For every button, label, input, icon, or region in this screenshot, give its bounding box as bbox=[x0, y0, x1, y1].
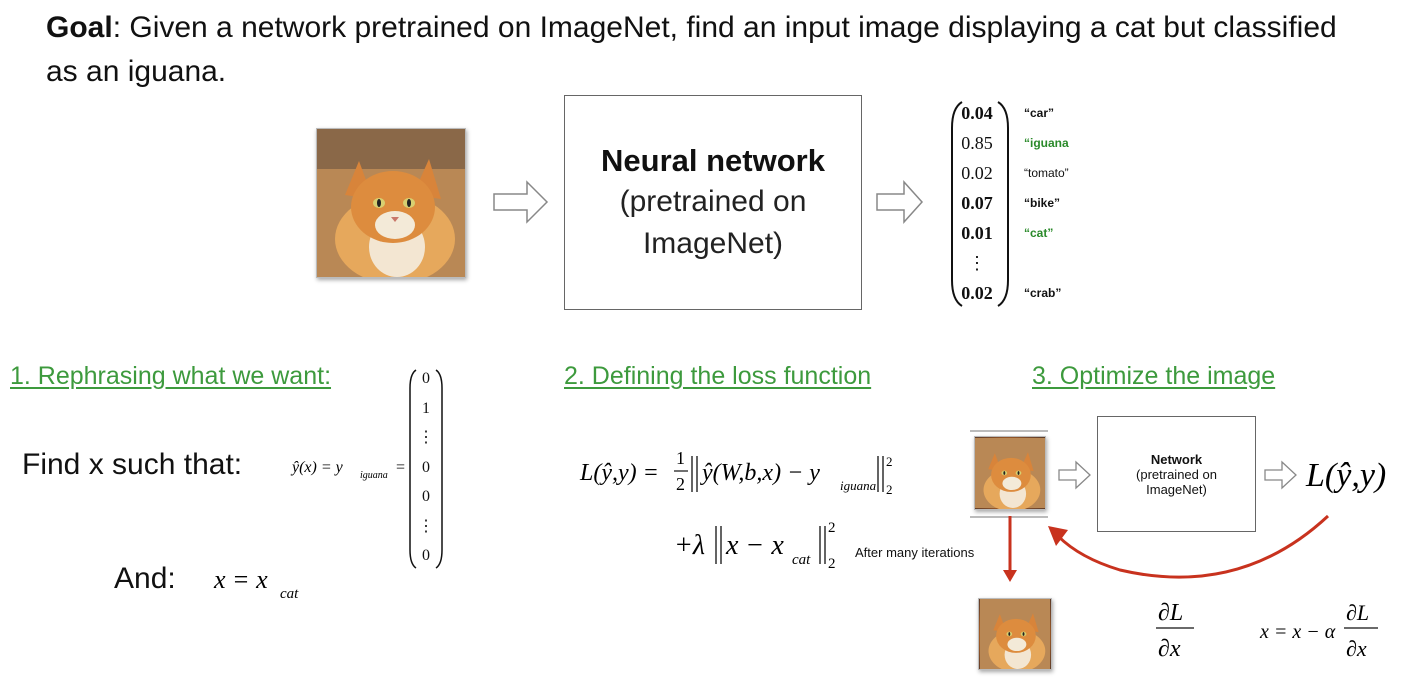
prob-value: 0.02 bbox=[956, 158, 998, 188]
prob-value: 0.02 bbox=[956, 278, 998, 308]
svg-text:∂L: ∂L bbox=[1346, 600, 1369, 625]
class-label: “crab” bbox=[1024, 278, 1069, 308]
loss-equation-line2: +λ x − x cat 2 2 bbox=[672, 514, 852, 576]
cat-illustration bbox=[975, 437, 1045, 509]
gradient-fraction: ∂L ∂x bbox=[1152, 594, 1202, 666]
svg-text:2: 2 bbox=[828, 556, 836, 572]
step1-heading: 1. Rephrasing what we want: bbox=[10, 362, 331, 391]
target-value: 0 bbox=[415, 482, 437, 512]
svg-text:x = x − α: x = x − α bbox=[1259, 621, 1336, 643]
class-label: “cat” bbox=[1024, 218, 1069, 248]
svg-text:L(ŷ,y) =: L(ŷ,y) = bbox=[579, 460, 659, 486]
target-value: 1 bbox=[415, 394, 437, 424]
loss-symbol: L(ŷ,y) bbox=[1304, 450, 1402, 500]
x-equals-xcat-equation: x = x cat bbox=[210, 560, 320, 606]
target-value: ⋮ bbox=[415, 423, 437, 453]
svg-text:∂x: ∂x bbox=[1158, 636, 1181, 662]
svg-text:∂L: ∂L bbox=[1158, 600, 1183, 626]
svg-text:iguana: iguana bbox=[360, 470, 388, 481]
svg-text:2: 2 bbox=[886, 454, 893, 469]
svg-text:1: 1 bbox=[676, 448, 685, 468]
result-cat-thumbnail bbox=[978, 598, 1052, 670]
cat-illustration bbox=[979, 599, 1051, 669]
prob-value: ⋮ bbox=[956, 248, 998, 278]
prob-value: 0.85 bbox=[956, 128, 998, 158]
down-iteration-arrow-icon bbox=[1000, 516, 1020, 584]
prob-value: 0.04 bbox=[956, 98, 998, 128]
target-vector-values: 0 1 ⋮ 0 0 ⋮ 0 bbox=[415, 364, 437, 571]
output-vector-labels: “car” “iguana “tomato” “bike” “cat” “cra… bbox=[1024, 98, 1069, 308]
class-label: “iguana bbox=[1024, 128, 1069, 158]
svg-text:∂x: ∂x bbox=[1346, 636, 1367, 661]
gradient-feedback-arrow-icon bbox=[1040, 508, 1340, 588]
svg-text:x = x: x = x bbox=[213, 565, 268, 594]
find-x-text: Find x such that: bbox=[22, 448, 242, 482]
svg-text:+λ: +λ bbox=[674, 530, 705, 561]
svg-text:2: 2 bbox=[828, 520, 836, 536]
prob-value: 0.07 bbox=[956, 188, 998, 218]
class-label: “car” bbox=[1024, 98, 1069, 128]
neural-network-box: Neural network (pretrained on ImageNet) bbox=[564, 95, 862, 310]
svg-text:2: 2 bbox=[676, 474, 685, 494]
update-rule-equation: x = x − α ∂L ∂x bbox=[1258, 594, 1388, 666]
arrow-to-output-icon bbox=[876, 180, 924, 224]
goal-text: : Given a network pretrained on ImageNet… bbox=[46, 11, 1337, 88]
and-text: And: bbox=[114, 562, 176, 596]
svg-text:x − x: x − x bbox=[725, 530, 784, 561]
arrow-to-network-icon bbox=[493, 180, 549, 224]
svg-text:cat: cat bbox=[280, 586, 299, 602]
class-label: “tomato” bbox=[1024, 158, 1069, 188]
step2-heading: 2. Defining the loss function bbox=[564, 362, 871, 391]
goal-label: Goal bbox=[46, 11, 113, 44]
target-value: ⋮ bbox=[415, 512, 437, 542]
input-cat-thumbnail bbox=[974, 436, 1046, 510]
class-label bbox=[1024, 248, 1069, 278]
small-network-title: Network bbox=[1098, 452, 1255, 467]
small-network-subtitle-line2: ImageNet) bbox=[1098, 482, 1255, 497]
svg-text:iguana: iguana bbox=[840, 478, 877, 493]
step3-heading: 3. Optimize the image bbox=[1032, 362, 1275, 391]
output-vector-values: 0.04 0.85 0.02 0.07 0.01 ⋮ 0.02 bbox=[956, 98, 998, 308]
cat-image bbox=[316, 128, 466, 278]
arrow-to-loss-icon bbox=[1264, 460, 1298, 490]
svg-text:=: = bbox=[396, 459, 405, 476]
after-iterations-label: After many iterations bbox=[855, 545, 974, 560]
arrow-to-small-network-icon bbox=[1058, 460, 1092, 490]
network-title: Neural network bbox=[565, 141, 861, 181]
svg-text:ŷ(W,b,x) − y: ŷ(W,b,x) − y bbox=[700, 460, 820, 486]
yhat-equation: ŷ(x) = y iguana = bbox=[290, 452, 410, 486]
svg-text:cat: cat bbox=[792, 552, 811, 568]
loss-equation-line1: L(ŷ,y) = 1 2 ŷ(W,b,x) − y iguana 2 2 bbox=[578, 440, 898, 510]
network-subtitle-line1: (pretrained on bbox=[565, 181, 861, 223]
goal-statement: Goal: Given a network pretrained on Imag… bbox=[46, 6, 1366, 94]
target-value: 0 bbox=[415, 453, 437, 483]
cat-illustration bbox=[317, 129, 465, 277]
svg-text:L(ŷ,y): L(ŷ,y) bbox=[1305, 457, 1386, 494]
prob-value: 0.01 bbox=[956, 218, 998, 248]
small-network-subtitle-line1: (pretrained on bbox=[1098, 467, 1255, 482]
target-value: 0 bbox=[415, 541, 437, 571]
svg-text:ŷ(x) = y: ŷ(x) = y bbox=[290, 459, 344, 476]
target-value: 0 bbox=[415, 364, 437, 394]
network-subtitle-line2: ImageNet) bbox=[565, 223, 861, 265]
svg-text:2: 2 bbox=[886, 482, 893, 497]
class-label: “bike” bbox=[1024, 188, 1069, 218]
